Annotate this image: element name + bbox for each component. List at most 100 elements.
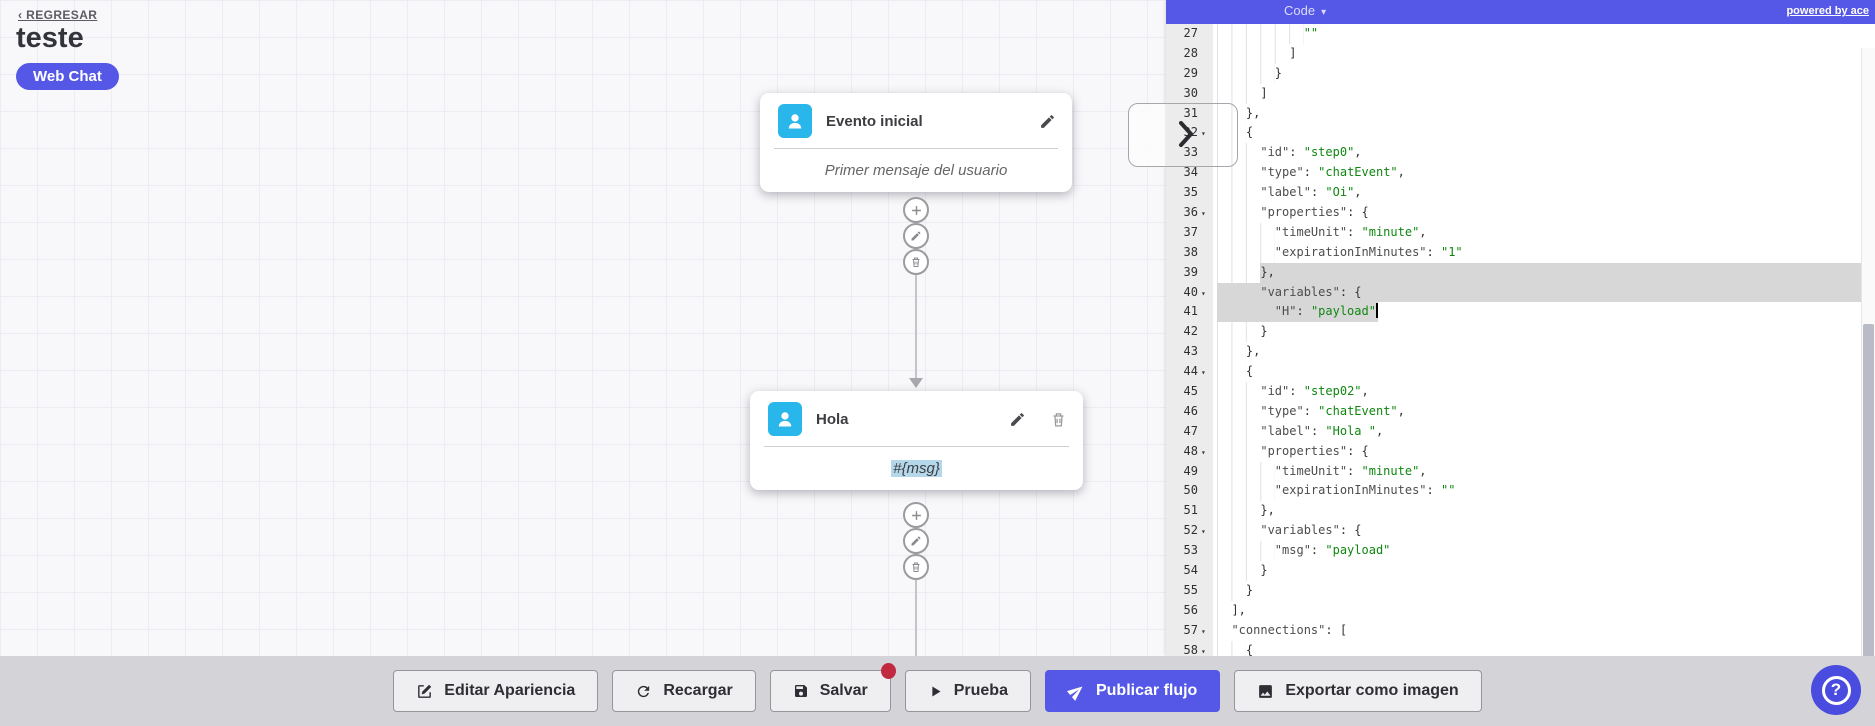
gutter-cell[interactable]: 53 — [1166, 541, 1213, 562]
gutter-cell[interactable]: 30 — [1166, 83, 1213, 104]
node-evento-inicial[interactable]: Evento inicial Primer mensaje del usuari… — [760, 93, 1072, 192]
powered-by-ace-link[interactable]: powered by ace — [1786, 5, 1869, 17]
gutter-cell[interactable]: 50 — [1166, 481, 1213, 502]
add-step-button[interactable] — [903, 197, 929, 223]
fold-arrow-icon[interactable]: ▾ — [1201, 646, 1206, 656]
code-line[interactable]: 32▾ { — [1166, 123, 1875, 144]
fold-arrow-icon[interactable]: ▾ — [1201, 527, 1206, 537]
code-line[interactable]: 31 }, — [1166, 103, 1875, 124]
fold-arrow-icon[interactable]: ▾ — [1201, 447, 1206, 457]
panel-collapse-toggle[interactable] — [1128, 103, 1238, 167]
code-line[interactable]: 34 "type": "chatEvent", — [1166, 163, 1875, 184]
gutter-cell[interactable]: 58▾ — [1166, 640, 1213, 656]
test-button[interactable]: Prueba — [904, 670, 1031, 712]
code-line[interactable]: 53 "msg": "payload" — [1166, 541, 1875, 562]
edit-step-button[interactable] — [903, 223, 929, 249]
gutter-cell[interactable]: 42 — [1166, 322, 1213, 343]
code-line[interactable]: 57▾ "connections": [ — [1166, 620, 1875, 641]
code-line[interactable]: 51 }, — [1166, 501, 1875, 522]
fold-arrow-icon[interactable]: ▾ — [1201, 368, 1206, 378]
code-line[interactable]: 47 "label": "Hola ", — [1166, 421, 1875, 442]
gutter-cell[interactable]: 39 — [1166, 262, 1213, 283]
code-line[interactable]: 45 "id": "step02", — [1166, 382, 1875, 402]
gutter-cell[interactable]: 45 — [1166, 382, 1213, 402]
gutter-cell[interactable]: 41 — [1166, 302, 1213, 323]
gutter-cell[interactable]: 40▾ — [1166, 282, 1213, 303]
code-line[interactable]: 29 } — [1166, 63, 1875, 84]
gutter-cell[interactable]: 36▾ — [1166, 203, 1213, 223]
code-line[interactable]: 42 } — [1166, 322, 1875, 343]
gutter-cell[interactable]: 47 — [1166, 421, 1213, 442]
add-step-button[interactable] — [903, 502, 929, 528]
fold-spacer — [1201, 561, 1213, 581]
edit-appearance-button[interactable]: Editar Apariencia — [393, 670, 599, 712]
gutter-cell[interactable]: 49 — [1166, 461, 1213, 482]
fold-arrow-icon[interactable]: ▾ — [1201, 626, 1206, 636]
delete-step-button[interactable] — [903, 554, 929, 580]
code-line[interactable]: 40▾ "variables": { — [1166, 282, 1875, 303]
gutter-cell[interactable]: 38 — [1166, 242, 1213, 263]
code-line[interactable]: 41 "H": "payload" — [1166, 302, 1875, 323]
edit-node-icon[interactable] — [1039, 113, 1056, 130]
gutter-cell[interactable]: 55 — [1166, 580, 1213, 601]
gutter-cell[interactable]: 48▾ — [1166, 441, 1213, 462]
code-line[interactable]: 38 "expirationInMinutes": "1" — [1166, 242, 1875, 263]
code-line[interactable]: 54 } — [1166, 561, 1875, 581]
code-line[interactable]: 58▾ { — [1166, 640, 1875, 656]
gutter-cell[interactable]: 44▾ — [1166, 362, 1213, 383]
code-line[interactable]: 55 } — [1166, 580, 1875, 601]
gutter-cell[interactable]: 52▾ — [1166, 521, 1213, 542]
scrollbar-thumb[interactable] — [1863, 324, 1874, 656]
editor-scrollbar[interactable] — [1861, 48, 1875, 656]
gutter-cell[interactable]: 46 — [1166, 401, 1213, 422]
button-label: Prueba — [953, 682, 1008, 699]
fold-arrow-icon[interactable]: ▾ — [1201, 288, 1206, 298]
gutter-cell[interactable]: 56 — [1166, 600, 1213, 621]
code-line[interactable]: 27 "" — [1166, 24, 1875, 44]
code-line[interactable]: 43 }, — [1166, 342, 1875, 363]
code-mode-dropdown[interactable]: Code▾ — [1284, 3, 1327, 18]
save-button[interactable]: Salvar — [769, 663, 896, 712]
code-line[interactable]: 39 }, — [1166, 262, 1875, 283]
export-image-button[interactable]: Exportar como imagen — [1234, 670, 1482, 712]
edit-step-button[interactable] — [903, 528, 929, 554]
delete-node-icon[interactable] — [1050, 411, 1067, 428]
code-line[interactable]: 33 "id": "step0", — [1166, 143, 1875, 164]
code-line[interactable]: 44▾ { — [1166, 362, 1875, 383]
reload-button[interactable]: Recargar — [612, 670, 756, 712]
fold-arrow-icon[interactable]: ▾ — [1201, 209, 1206, 219]
code-line[interactable]: 56 ], — [1166, 600, 1875, 621]
code-line[interactable]: 36▾ "properties": { — [1166, 203, 1875, 223]
gutter-cell[interactable]: 57▾ — [1166, 620, 1213, 641]
edit-node-icon[interactable] — [1009, 411, 1026, 428]
gutter-cell[interactable]: 43 — [1166, 342, 1213, 363]
gutter-cell[interactable]: 34 — [1166, 163, 1213, 184]
code-line[interactable]: 50 "expirationInMinutes": "" — [1166, 481, 1875, 502]
node-hola[interactable]: Hola #{msg} — [750, 391, 1083, 490]
gutter-cell[interactable]: 27 — [1166, 24, 1213, 44]
gutter-cell[interactable]: 51 — [1166, 501, 1213, 522]
gutter-cell[interactable]: 35 — [1166, 183, 1213, 204]
save-icon — [794, 685, 807, 697]
code-line[interactable]: 35 "label": "Oi", — [1166, 183, 1875, 204]
gutter-cell[interactable]: 28 — [1166, 43, 1213, 64]
gutter-cell[interactable]: 29 — [1166, 63, 1213, 84]
gutter-cell[interactable]: 54 — [1166, 561, 1213, 581]
code-line[interactable]: 49 "timeUnit": "minute", — [1166, 461, 1875, 482]
code-line[interactable]: 28 ] — [1166, 43, 1875, 64]
publish-flow-button[interactable]: Publicar flujo — [1044, 670, 1221, 712]
code-line[interactable]: 46 "type": "chatEvent", — [1166, 401, 1875, 422]
code-line[interactable]: 52▾ "variables": { — [1166, 521, 1875, 542]
code-line[interactable]: 48▾ "properties": { — [1166, 441, 1875, 462]
help-button[interactable]: ? — [1811, 665, 1861, 715]
code-line[interactable]: 37 "timeUnit": "minute", — [1166, 222, 1875, 243]
node-title: Evento inicial — [826, 112, 923, 130]
code-line[interactable]: 30 ] — [1166, 83, 1875, 104]
gutter-cell[interactable]: 37 — [1166, 222, 1213, 243]
button-label: Publicar flujo — [1095, 682, 1198, 699]
delete-step-button[interactable] — [903, 249, 929, 275]
fold-spacer — [1201, 382, 1213, 402]
back-link[interactable]: ‹ REGRESAR — [18, 8, 98, 22]
fold-spacer — [1201, 44, 1213, 64]
code-editor[interactable]: 27 ""28 ]29 }30 ]31 },32▾ {33 "id": "ste… — [1166, 24, 1875, 656]
